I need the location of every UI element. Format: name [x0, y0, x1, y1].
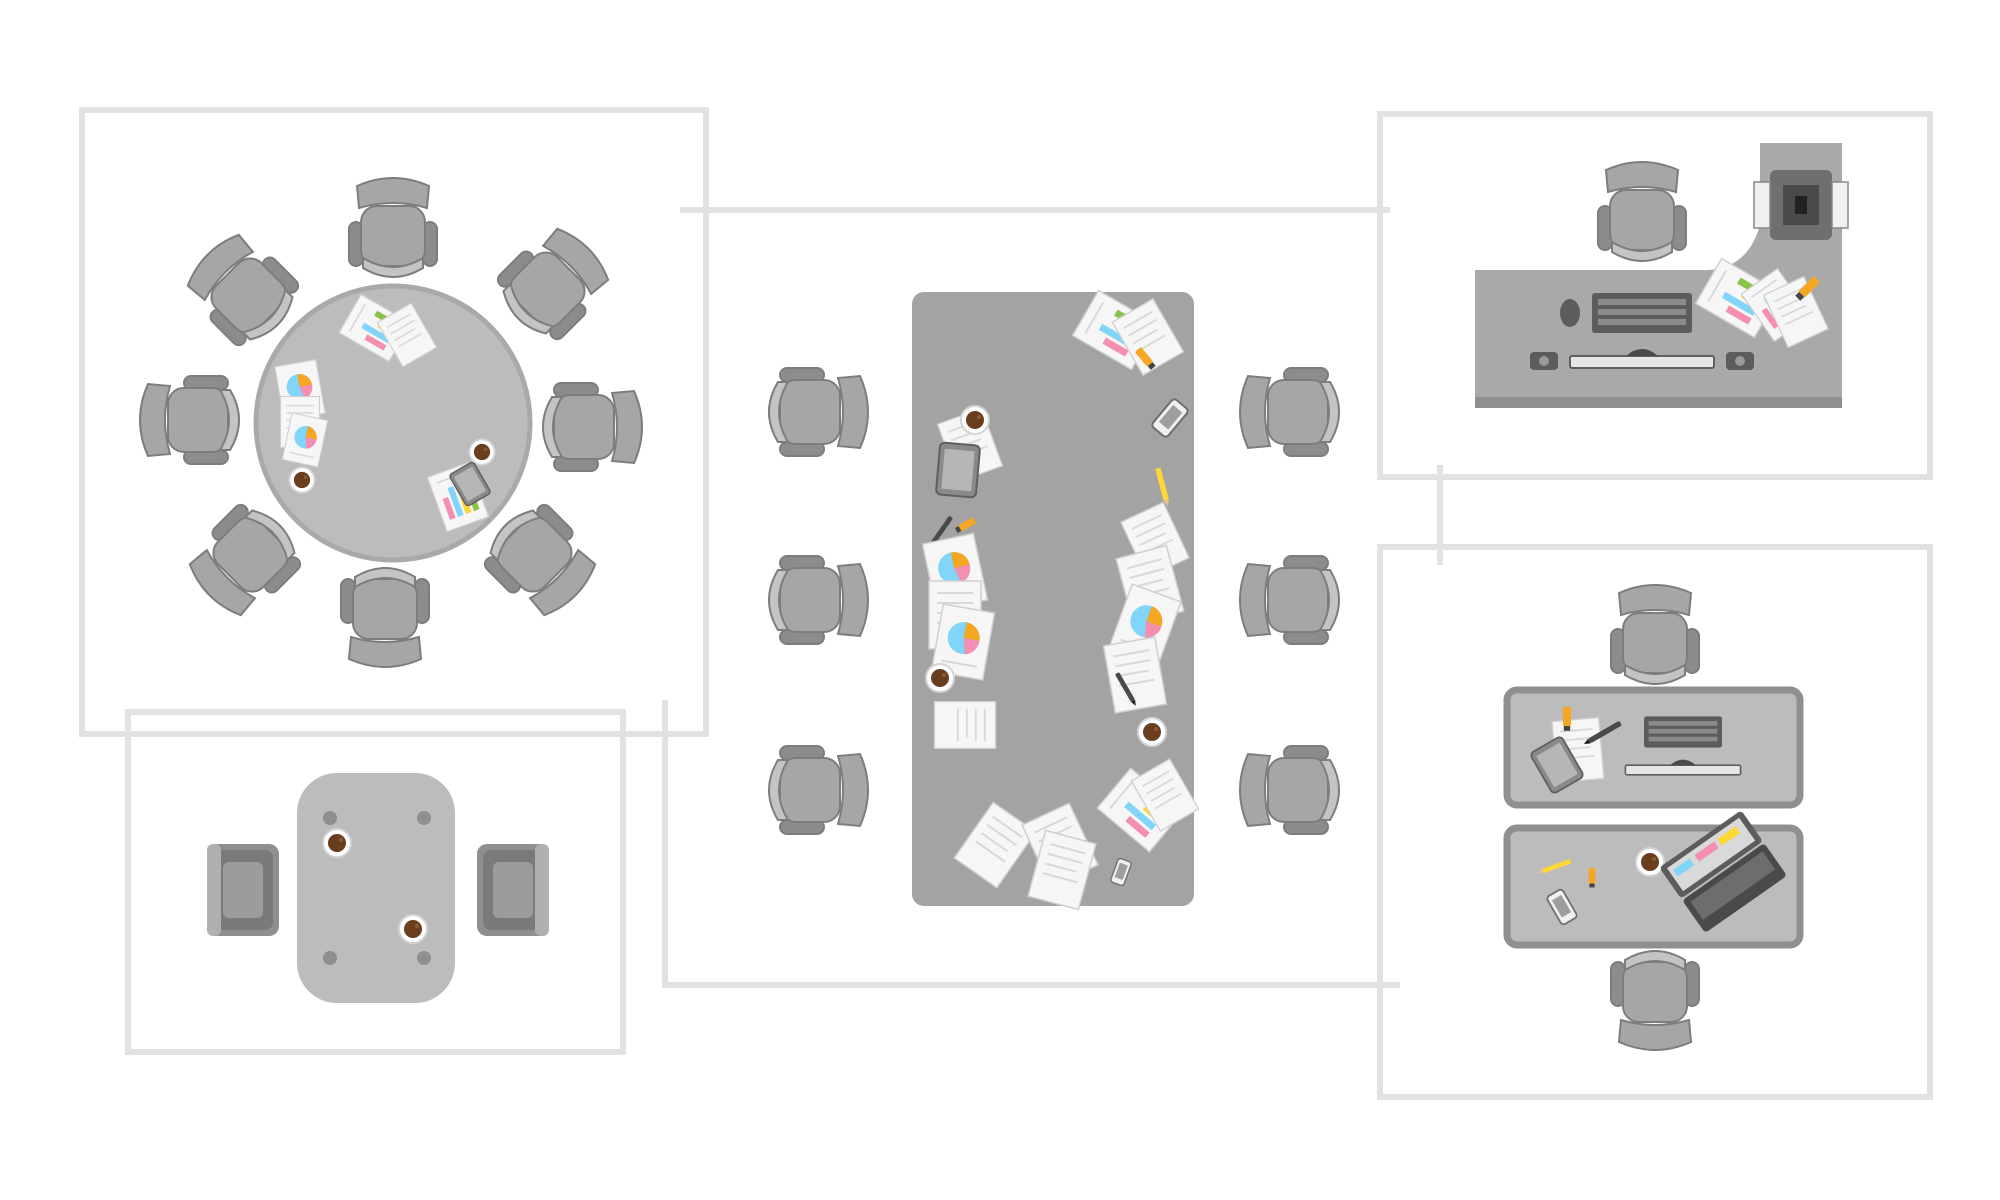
coffee-cup-icon — [1635, 847, 1665, 877]
reception-desk-room — [1475, 143, 1849, 408]
room-walls — [79, 107, 1933, 1100]
coffee-cup-icon — [1137, 717, 1167, 747]
round-meeting-room — [139, 177, 643, 668]
coffee-cup-icon — [322, 828, 352, 858]
coffee-cup-icon — [468, 438, 496, 466]
lounge-table — [297, 773, 455, 1003]
keyboard-icon — [1592, 293, 1692, 333]
armchair-icon — [477, 844, 549, 936]
speaker-icon — [1726, 352, 1754, 370]
office-chair-icon — [1610, 584, 1700, 685]
office-chair-icon — [1239, 367, 1340, 457]
printer-icon — [1753, 170, 1849, 240]
reception-room-wall — [1377, 111, 1933, 480]
office-chair-icon — [340, 567, 430, 668]
lounge-room — [207, 773, 549, 1003]
tablet-icon — [934, 441, 982, 499]
office-chair-icon — [139, 375, 240, 465]
office-chair-icon — [768, 745, 869, 835]
reception-desk-edge — [1475, 397, 1842, 408]
corridor-wall-bottom — [662, 700, 1400, 988]
reception-desk — [1475, 143, 1842, 408]
boardroom — [768, 289, 1340, 911]
speaker-icon — [1530, 352, 1558, 370]
mouse-icon — [1560, 299, 1580, 327]
document-icon — [933, 700, 997, 750]
highlighter-icon — [1563, 706, 1571, 731]
coffee-cup-icon — [288, 466, 316, 494]
office-chair-icon — [1597, 161, 1687, 262]
twin-workstations-room — [1503, 584, 1804, 1051]
laptop-icon — [1660, 811, 1786, 932]
office-chair-icon — [542, 382, 643, 472]
round-room-wall — [79, 107, 709, 737]
coffee-cup-icon — [960, 405, 990, 435]
office-chair-icon — [486, 216, 621, 351]
lounge-room-wall — [125, 709, 626, 1055]
office-chair-icon — [1239, 555, 1340, 645]
office-chair-icon — [1610, 950, 1700, 1051]
coffee-cup-icon — [398, 914, 428, 944]
office-chair-icon — [768, 555, 869, 645]
office-chair-icon — [768, 367, 869, 457]
keyboard-icon — [1644, 716, 1722, 748]
office-chair-icon — [1239, 745, 1340, 835]
workstation-room-wall — [1377, 544, 1933, 1100]
office-chair-icon — [348, 177, 438, 278]
coffee-cup-icon — [925, 663, 955, 693]
armchair-icon — [207, 844, 279, 936]
highlighter-icon — [1588, 867, 1596, 888]
